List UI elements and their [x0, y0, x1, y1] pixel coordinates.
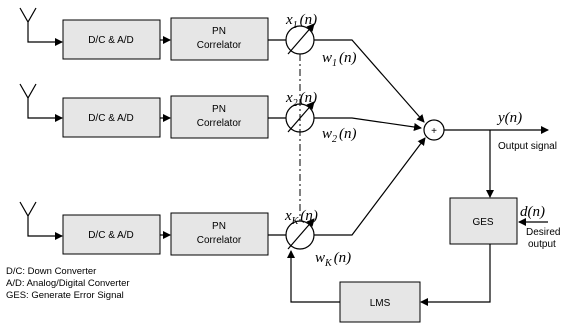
- output-signal-label: Output signal: [498, 141, 557, 152]
- summer-node: +: [423, 119, 445, 141]
- summer-plus: +: [431, 126, 437, 137]
- pn-label: PN: [212, 26, 226, 37]
- dc-ad-block-k: D/C & A/D: [62, 214, 161, 255]
- weight-w1: w1(n): [322, 50, 357, 69]
- ges-label: GES: [472, 217, 493, 228]
- pn-correlator-block-1: PN Correlator: [170, 17, 269, 61]
- legend-ad: A/D: Analog/Digital Converter: [6, 278, 130, 289]
- dc-ad-label: D/C & A/D: [88, 113, 134, 124]
- dc-ad-block-1: D/C & A/D: [62, 19, 161, 60]
- weight-multiplier-1: [285, 23, 315, 55]
- correlator-label: Correlator: [197, 118, 242, 129]
- legend-ges: GES: Generate Error Signal: [6, 290, 124, 301]
- signal-x1: x1(n): [285, 12, 317, 31]
- ges-block: GES: [449, 197, 518, 245]
- pn-label: PN: [212, 221, 226, 232]
- lms-block: LMS: [339, 281, 421, 323]
- signal-x2: x2(n): [285, 90, 317, 109]
- output-y: y(n): [496, 110, 522, 126]
- antenna-2-icon: [19, 83, 62, 118]
- lms-label: LMS: [370, 298, 391, 309]
- pn-correlator-block-2: PN Correlator: [170, 95, 269, 139]
- pn-correlator-block-k: PN Correlator: [170, 212, 269, 256]
- weight-wk: wK(n): [315, 250, 351, 269]
- dc-ad-label: D/C & A/D: [88, 230, 134, 241]
- correlator-label: Correlator: [197, 235, 242, 246]
- antenna-1-icon: [19, 7, 62, 42]
- abbreviation-legend: D/C: Down Converter A/D: Analog/Digital …: [6, 266, 130, 301]
- antenna-k-icon: [19, 201, 62, 236]
- pn-label: PN: [212, 104, 226, 115]
- desired-d: d(n): [520, 204, 545, 220]
- weight-w2: w2(n): [322, 126, 357, 145]
- desired-label: Desired: [526, 227, 560, 238]
- dc-ad-label: D/C & A/D: [88, 35, 134, 46]
- dc-ad-block-2: D/C & A/D: [62, 97, 161, 138]
- legend-dc: D/C: Down Converter: [6, 266, 96, 277]
- signal-xk: xK(n): [284, 208, 318, 227]
- output-label: output: [528, 239, 556, 250]
- correlator-label: Correlator: [197, 40, 242, 51]
